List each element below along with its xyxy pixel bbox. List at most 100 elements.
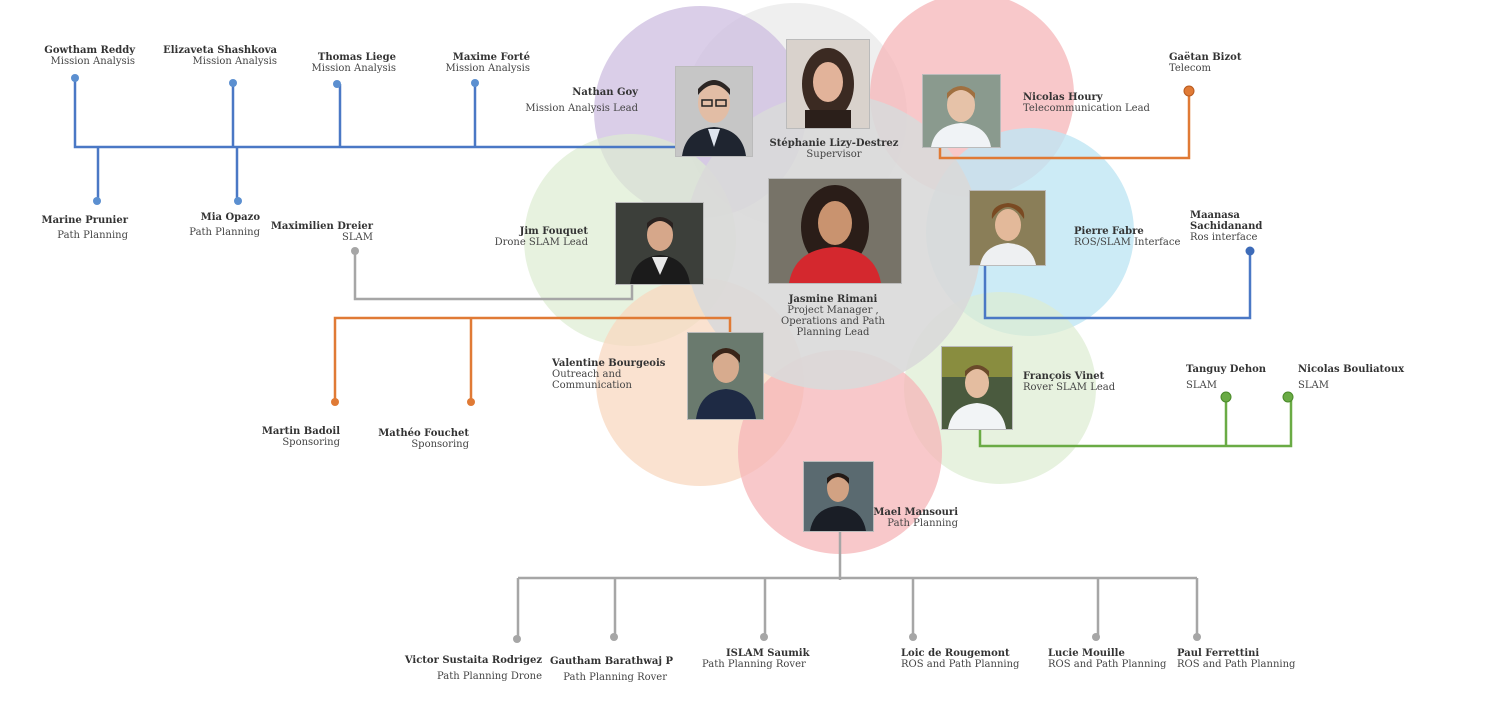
petal-red-bottom: [738, 350, 942, 554]
role: Path Planning: [189, 227, 260, 238]
person-maanasa: Maanasa Sachidanand Ros interface: [1190, 210, 1262, 243]
person-marine: Marine Prunier Path Planning: [30, 215, 129, 241]
name: Thomas Liege: [317, 52, 396, 63]
person-loic: Loic de Rougemont ROS and Path Planning: [901, 648, 1019, 670]
role: Path Planning Rover: [563, 672, 667, 683]
person-mia: Mia Opazo Path Planning: [180, 212, 260, 238]
name: Paul Ferrettini: [1177, 648, 1260, 659]
role: ROS and Path Planning: [1048, 659, 1167, 670]
name-line-2: Sachidanand: [1190, 221, 1263, 232]
role-line-2: Operations and Path: [781, 316, 885, 327]
role: Mission Analysis Lead: [525, 103, 638, 114]
name: Tanguy Dehon: [1186, 364, 1267, 375]
name: Jasmine Rimani: [788, 294, 878, 305]
person-jasmine: Jasmine Rimani Project Manager , Operati…: [770, 294, 896, 338]
connector-lines: [73, 78, 1293, 637]
name: Nicolas Bouliatoux: [1298, 364, 1405, 375]
person-nicolas-bouliatoux: Nicolas Bouliatoux SLAM: [1298, 364, 1404, 391]
person-maximilien: Maximilien Dreier SLAM: [270, 221, 373, 243]
line-drone-slam: [353, 252, 634, 301]
name: François Vinet: [1023, 371, 1105, 382]
name: Pierre Fabre: [1074, 226, 1144, 237]
photo-nicolas-houry: [922, 74, 1001, 148]
role: ROS and Path Planning: [901, 659, 1020, 670]
person-gaetan: Gaëtan Bizot Telecom: [1169, 52, 1241, 74]
name: Valentine Bourgeois: [552, 358, 666, 369]
role: Path Planning Rover: [702, 659, 806, 670]
role: Ros interface: [1190, 232, 1258, 243]
name: Marine Prunier: [41, 215, 129, 226]
person-nicolas-houry: Nicolas Houry Telecommunication Lead: [1023, 92, 1150, 114]
line-ros-interface: [983, 252, 1252, 320]
name: Victor Sustaita Rodrigez: [404, 655, 542, 666]
line-rover-slam: [978, 397, 1293, 448]
role: Path Planning: [887, 518, 958, 529]
photo-jasmine: [768, 178, 902, 284]
role: Mission Analysis: [192, 56, 277, 67]
person-matheo: Mathéo Fouchet Sponsoring: [370, 428, 469, 450]
role: Telecommunication Lead: [1023, 103, 1150, 114]
person-paul: Paul Ferrettini ROS and Path Planning: [1177, 648, 1295, 670]
photo-jim: [615, 202, 704, 285]
name: Gowtham Reddy: [44, 45, 135, 56]
photo-francois: [941, 346, 1013, 430]
role: Supervisor: [806, 149, 862, 160]
person-stephanie: Stéphanie Lizy-Destrez Supervisor: [760, 138, 908, 160]
name: Elizaveta Shashkova: [163, 45, 277, 56]
line-path-planning: [516, 530, 1199, 637]
role: ROS/SLAM Interface: [1074, 237, 1181, 248]
name-line-1: Maanasa: [1190, 210, 1240, 221]
name: Martin Badoil: [261, 426, 340, 437]
person-tanguy: Tanguy Dehon SLAM: [1186, 364, 1266, 391]
person-islam: ISLAM Saumik Path Planning Rover: [702, 648, 810, 670]
role: SLAM: [1298, 380, 1329, 391]
photo-valentine: [687, 332, 764, 420]
name: Maximilien Dreier: [270, 221, 373, 232]
role-line-3: Planning Lead: [796, 327, 870, 338]
line-mission-analysis: [73, 78, 675, 201]
photo-mael: [803, 461, 874, 532]
name: Mathéo Fouchet: [378, 428, 469, 439]
person-martin: Martin Badoil Sponsoring: [250, 426, 340, 448]
role: Telecom: [1169, 63, 1212, 74]
name: Mia Opazo: [200, 212, 260, 223]
role: ROS and Path Planning: [1177, 659, 1296, 670]
name: Lucie Mouille: [1048, 648, 1125, 659]
person-thomas: Thomas Liege Mission Analysis: [300, 52, 396, 74]
role-line-2: Communication: [552, 380, 632, 391]
line-sponsoring: [333, 316, 732, 401]
person-elizaveta: Elizaveta Shashkova Mission Analysis: [160, 45, 277, 67]
person-pierre: Pierre Fabre ROS/SLAM Interface: [1074, 226, 1180, 248]
person-jim: Jim Fouquet Drone SLAM Lead: [490, 226, 588, 248]
name: Gaëtan Bizot: [1169, 52, 1242, 63]
person-maxime: Maxime Forté Mission Analysis: [430, 52, 530, 74]
name: Nathan Goy: [572, 87, 638, 98]
role: Path Planning: [57, 230, 128, 241]
person-valentine: Valentine Bourgeois Outreach and Communi…: [552, 358, 665, 391]
name: Gautham Barathwaj P: [550, 656, 673, 667]
line-telecom: [938, 92, 1191, 160]
role-line-1: Outreach and: [552, 369, 622, 380]
photo-pierre: [969, 190, 1046, 266]
role-line-1: Project Manager ,: [787, 305, 879, 316]
person-francois: François Vinet Rover SLAM Lead: [1023, 371, 1115, 393]
role: Mission Analysis: [445, 63, 530, 74]
person-mael: Mael Mansouri Path Planning: [870, 507, 958, 529]
role: Mission Analysis: [50, 56, 135, 67]
name: Stéphanie Lizy-Destrez: [769, 138, 899, 149]
name: Mael Mansouri: [873, 507, 958, 518]
role: Sponsoring: [282, 437, 340, 448]
person-lucie: Lucie Mouille ROS and Path Planning: [1048, 648, 1166, 670]
role: SLAM: [342, 232, 373, 243]
connector-dots: [71, 74, 1294, 643]
person-gautham: Gautham Barathwaj P Path Planning Rover: [550, 656, 673, 683]
name: ISLAM Saumik: [726, 648, 810, 659]
person-gowtham: Gowtham Reddy Mission Analysis: [40, 45, 135, 67]
photo-nathan: [675, 66, 753, 157]
role: SLAM: [1186, 380, 1217, 391]
name: Loic de Rougemont: [901, 648, 1010, 659]
role: Rover SLAM Lead: [1023, 382, 1116, 393]
role: Mission Analysis: [311, 63, 396, 74]
name: Jim Fouquet: [519, 226, 588, 237]
person-victor: Victor Sustaita Rodrigez Path Planning D…: [402, 655, 542, 682]
